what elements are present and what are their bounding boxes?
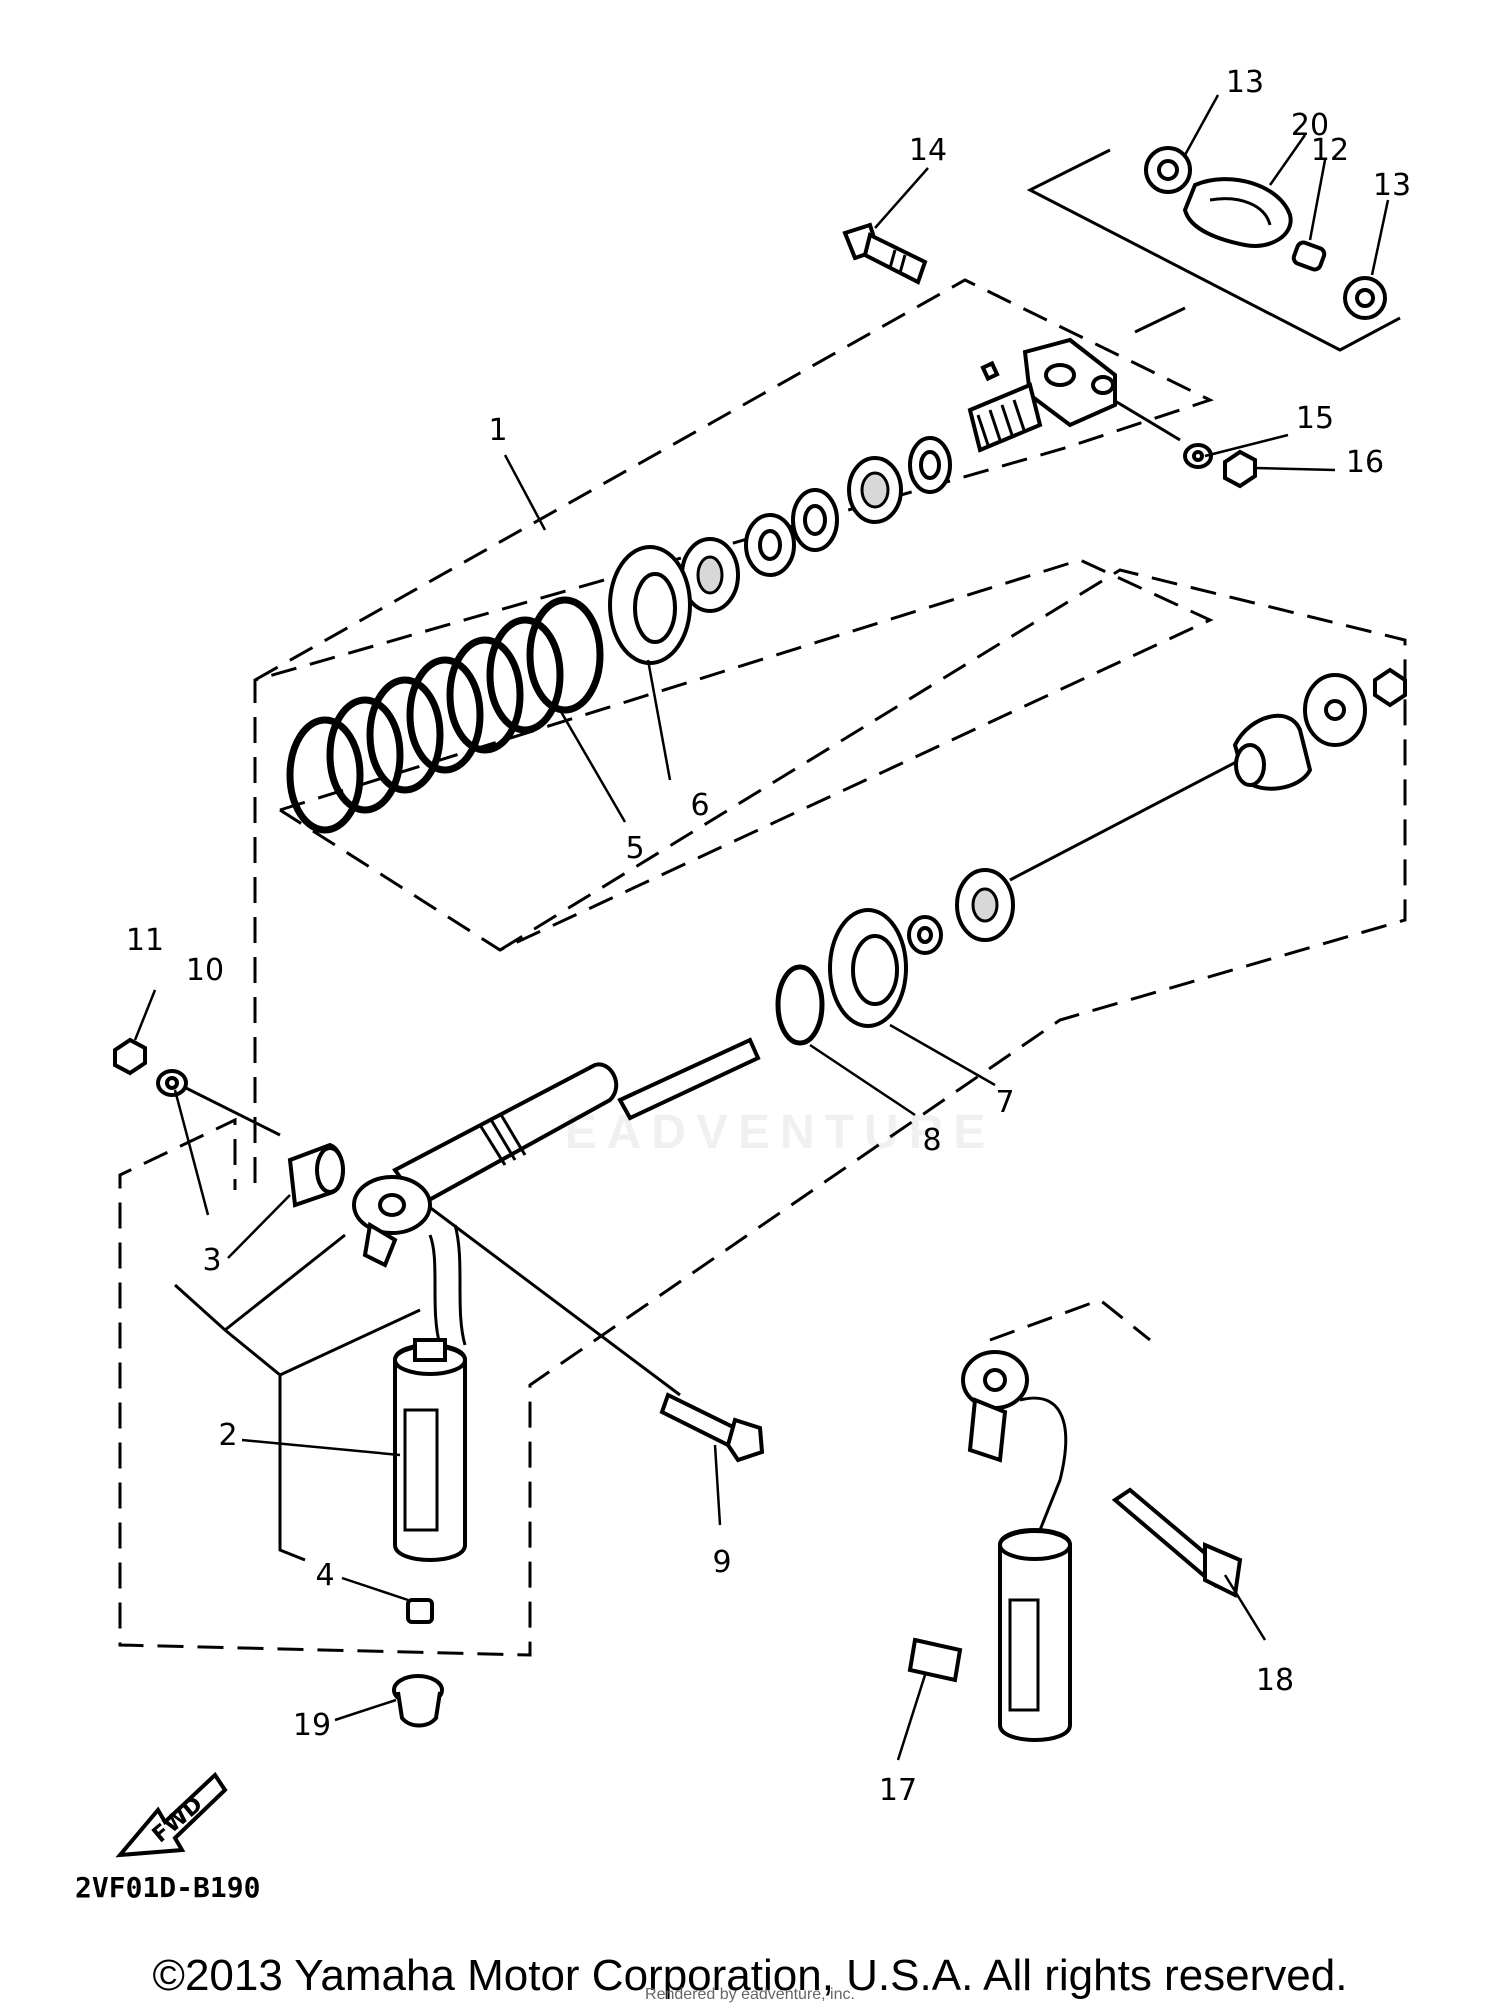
bolt-9-line bbox=[419, 1198, 681, 1397]
callout-11: 11 bbox=[126, 923, 164, 958]
part-18-bracket bbox=[1111, 1487, 1243, 1599]
callout-5: 5 bbox=[625, 831, 644, 866]
part-4-plug bbox=[406, 1598, 434, 1624]
bracket-13-20-12-13 bbox=[1026, 148, 1401, 352]
callout-1: 1 bbox=[488, 413, 507, 448]
bushing-line bbox=[179, 1083, 281, 1137]
callout-7: 7 bbox=[995, 1085, 1014, 1120]
callout-15: 15 bbox=[1296, 401, 1334, 436]
part-2-reservoir bbox=[393, 1338, 467, 1562]
callout-19: 19 bbox=[293, 1708, 331, 1743]
callout-6: 6 bbox=[690, 788, 709, 823]
part-19-cap bbox=[392, 1674, 444, 1728]
part-14-bolt bbox=[842, 222, 928, 285]
callout-2: 2 bbox=[218, 1418, 237, 1453]
bracket-2-3-4 bbox=[173, 1283, 306, 1562]
part-13-bushing-upper bbox=[1144, 146, 1192, 194]
upper-clevis bbox=[967, 337, 1117, 453]
callout-16: 16 bbox=[1346, 445, 1384, 480]
part-17-pad bbox=[907, 1637, 963, 1683]
callout-14: 14 bbox=[909, 133, 947, 168]
part-10-washer bbox=[156, 1069, 188, 1097]
pin-line bbox=[1134, 306, 1186, 334]
damper-body bbox=[352, 1037, 761, 1346]
reservoir-variant-outline bbox=[989, 1298, 1151, 1342]
adjuster-ring-stack bbox=[680, 436, 952, 613]
part-8-o-ring bbox=[775, 964, 825, 1046]
callout-18: 18 bbox=[1256, 1663, 1294, 1698]
part-5-coil-spring bbox=[286, 596, 604, 834]
damper-outline bbox=[118, 568, 1407, 1657]
callout-10: 10 bbox=[186, 953, 224, 988]
callout-13-right: 13 bbox=[1373, 168, 1411, 203]
callout-labels: 1 2 3 4 5 6 7 8 9 10 11 12 13 13 14 15 1… bbox=[126, 65, 1411, 1808]
part-9-bolt bbox=[659, 1392, 765, 1463]
nut-line bbox=[1104, 393, 1181, 442]
rod-assembly bbox=[907, 667, 1407, 955]
part-3-bushing bbox=[287, 1142, 345, 1208]
part-16-nut bbox=[1223, 449, 1257, 489]
callout-3: 3 bbox=[202, 1243, 221, 1278]
callout-20: 20 bbox=[1291, 108, 1329, 143]
watermark-text: EADVENTURE bbox=[564, 1106, 996, 1159]
spring-group-outline bbox=[279, 558, 1214, 952]
drawing-code: 2VF01D-B190 bbox=[75, 1871, 260, 1904]
part-12-pin bbox=[1291, 240, 1327, 272]
callout-8: 8 bbox=[922, 1123, 941, 1158]
part-11-nut bbox=[113, 1037, 147, 1076]
callout-13-upper: 13 bbox=[1226, 65, 1264, 100]
bracket-link-a bbox=[224, 1233, 346, 1332]
callout-17: 17 bbox=[879, 1773, 917, 1808]
part-15-washer bbox=[1183, 443, 1213, 469]
callout-4: 4 bbox=[315, 1558, 334, 1593]
credit-line: Rendered by eadventure, inc. bbox=[645, 1986, 855, 2003]
fwd-arrow: FWD bbox=[115, 1771, 228, 1858]
bracket-link-b bbox=[279, 1308, 421, 1377]
callout-9: 9 bbox=[712, 1545, 731, 1580]
part-6-spring-seat bbox=[608, 545, 692, 665]
reservoir-variant bbox=[961, 1350, 1072, 1742]
part-20-guard bbox=[1182, 177, 1293, 248]
copyright-footer: ©2013 Yamaha Motor Corporation, U.S.A. A… bbox=[152, 1951, 1348, 2000]
callout-12: 12 bbox=[1311, 133, 1349, 168]
leader-lines bbox=[133, 94, 1390, 1761]
assembly-1-outline bbox=[253, 278, 1214, 1190]
part-13-bushing-right bbox=[1343, 276, 1387, 320]
part-7-seat bbox=[828, 908, 908, 1028]
